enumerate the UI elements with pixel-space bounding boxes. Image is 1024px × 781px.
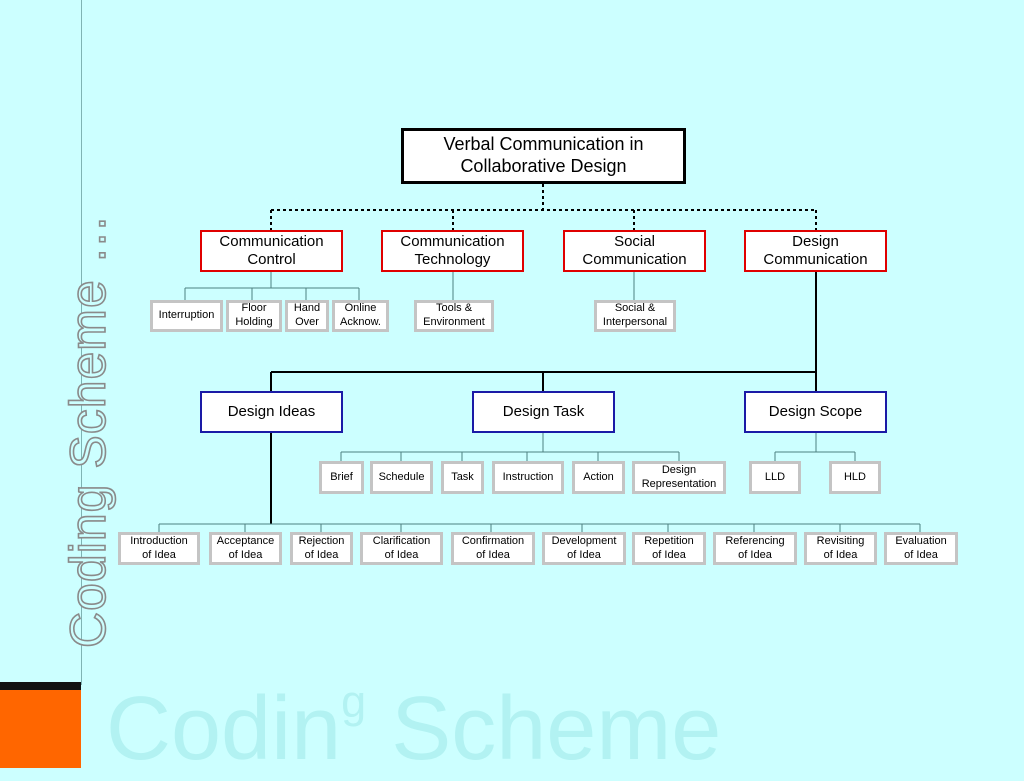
leaf-repetition-of-idea: Repetition of Idea	[632, 532, 706, 565]
leaf-label: Clarification of Idea	[372, 534, 431, 561]
leaf-label: Online Acknow.	[340, 302, 381, 328]
leaf-label: Introduction of Idea	[130, 534, 188, 561]
leaf-label: Repetition of Idea	[644, 534, 694, 561]
leaf-label: Brief	[330, 470, 353, 483]
control-connectors	[184, 271, 635, 301]
leaf-confirmation-of-idea: Confirmation of Idea	[451, 532, 535, 565]
leaf-acceptance-of-idea: Acceptance of Idea	[209, 532, 282, 565]
leaf-lld: LLD	[749, 461, 801, 494]
leaf-development-of-idea: Development of Idea	[542, 532, 626, 565]
node-design-scope: Design Scope	[744, 391, 887, 433]
root-connectors	[270, 184, 817, 231]
node-label: Communication Technology	[400, 233, 505, 268]
leaf-label: Acceptance of Idea	[216, 534, 275, 561]
leaf-evaluation-of-idea: Evaluation of Idea	[884, 532, 958, 565]
node-label: Design Scope	[768, 403, 863, 420]
leaf-task: Task	[441, 461, 484, 494]
root-label: Verbal Communication in Collaborative De…	[443, 134, 644, 176]
leaf-label: Design Representation	[641, 463, 717, 490]
leaf-label: Tools & Environment	[423, 302, 485, 328]
leaf-label: Rejection of Idea	[298, 534, 345, 561]
node-social-communication: Social Communication	[563, 230, 706, 272]
node-communication-technology: Communication Technology	[381, 230, 524, 272]
root-node: Verbal Communication in Collaborative De…	[401, 128, 686, 184]
leaf-brief: Brief	[319, 461, 364, 494]
leaf-label: Floor Holding	[235, 302, 273, 328]
task-scope-connectors	[340, 432, 856, 462]
accent-block-orange	[0, 690, 81, 768]
node-label: Design Task	[502, 403, 585, 420]
leaf-label: Hand Over	[293, 302, 321, 328]
leaf-introduction-of-idea: Introduction of Idea	[118, 532, 200, 565]
leaf-interruption: Interruption	[150, 300, 223, 332]
node-design-ideas: Design Ideas	[200, 391, 343, 433]
accent-bar-black	[0, 682, 81, 690]
leaf-action: Action	[572, 461, 625, 494]
leaf-referencing-of-idea: Referencing of Idea	[713, 532, 797, 565]
node-label: Design Communication	[763, 233, 868, 268]
leaf-label: Development of Idea	[551, 534, 617, 561]
leaf-schedule: Schedule	[370, 461, 433, 494]
sidebar-divider	[81, 0, 82, 685]
leaf-rejection-of-idea: Rejection of Idea	[290, 532, 353, 565]
leaf-label: Referencing of Idea	[725, 534, 785, 561]
watermark-text-main: Codin	[106, 679, 342, 779]
leaf-label: Revisiting of Idea	[816, 534, 865, 561]
node-label: Design Ideas	[227, 403, 316, 420]
leaf-social-interpersonal: Social & Interpersonal	[594, 300, 676, 332]
ideas-connectors	[158, 523, 921, 533]
left-sidebar	[0, 0, 81, 768]
leaf-hld: HLD	[829, 461, 881, 494]
node-label: Social Communication	[582, 233, 687, 268]
node-design-task: Design Task	[472, 391, 615, 433]
leaf-hand-over: Hand Over	[285, 300, 329, 332]
leaf-floor-holding: Floor Holding	[226, 300, 282, 332]
leaf-label: Action	[583, 470, 614, 483]
design-connectors	[270, 271, 817, 524]
leaf-label: Task	[451, 470, 474, 483]
leaf-design-representation: Design Representation	[632, 461, 726, 494]
leaf-label: Social & Interpersonal	[602, 302, 668, 328]
watermark-text-rest: Scheme	[366, 679, 722, 779]
leaf-label: Instruction	[502, 470, 554, 483]
leaf-label: Schedule	[378, 470, 425, 483]
leaf-label: Confirmation of Idea	[461, 534, 525, 561]
leaf-instruction: Instruction	[492, 461, 564, 494]
leaf-online-acknow: Online Acknow.	[332, 300, 389, 332]
watermark-text-sup: g	[341, 676, 367, 727]
leaf-revisiting-of-idea: Revisiting of Idea	[804, 532, 877, 565]
watermark-title: Coding Scheme	[106, 676, 721, 781]
node-communication-control: Communication Control	[200, 230, 343, 272]
node-design-communication: Design Communication	[744, 230, 887, 272]
leaf-label: LLD	[764, 470, 786, 483]
leaf-clarification-of-idea: Clarification of Idea	[360, 532, 443, 565]
leaf-tools-environment: Tools & Environment	[414, 300, 494, 332]
node-label: Communication Control	[219, 233, 324, 268]
leaf-label: Evaluation of Idea	[895, 534, 947, 561]
leaf-label: Interruption	[158, 309, 215, 322]
leaf-label: HLD	[843, 470, 866, 483]
